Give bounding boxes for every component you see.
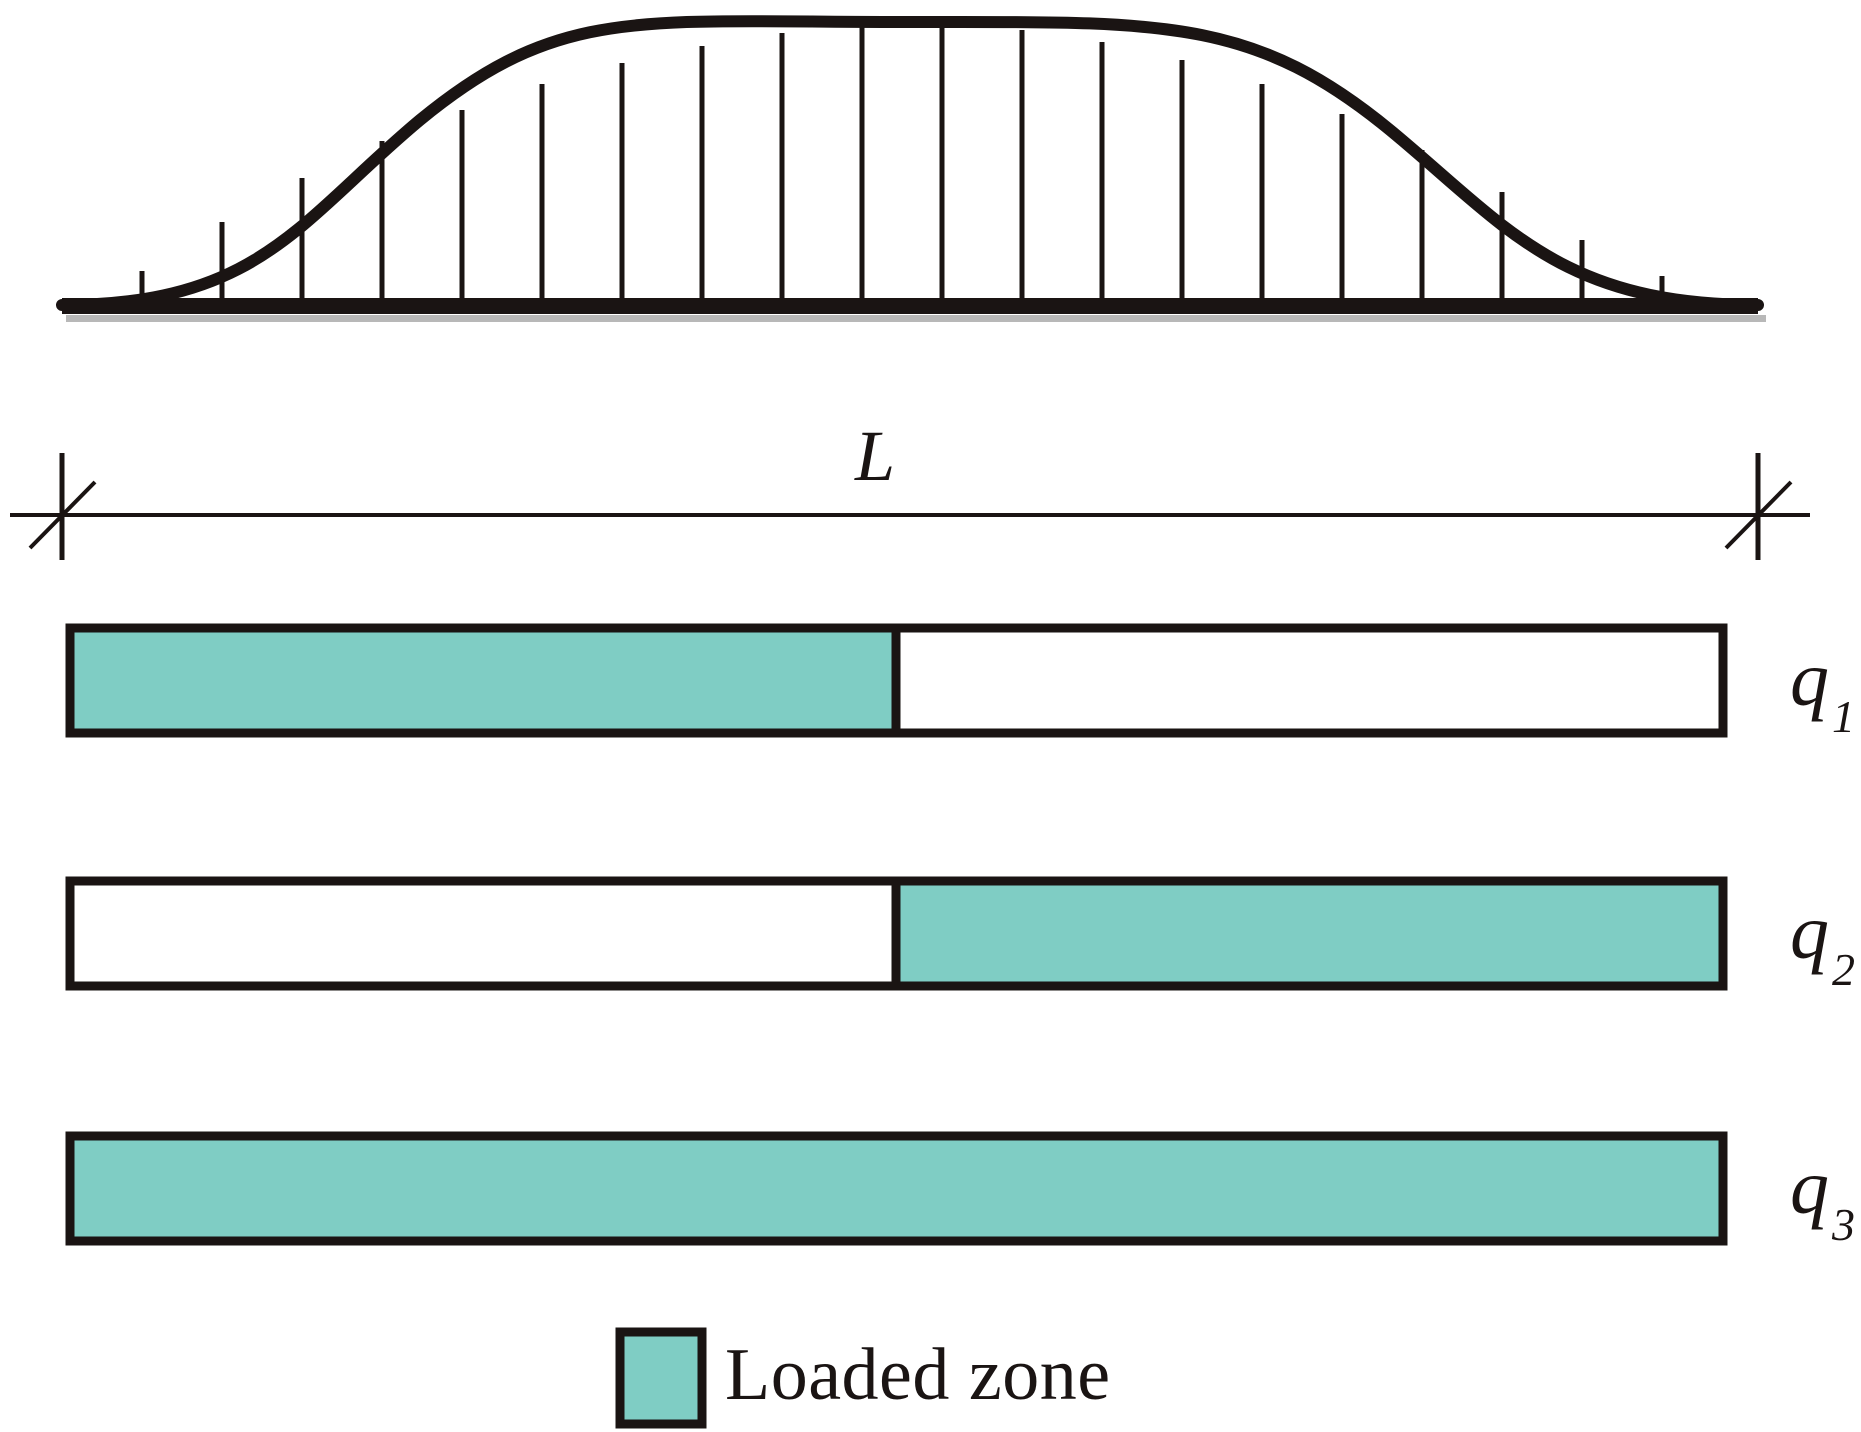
q1-symbol: q <box>1790 635 1829 722</box>
q3-symbol: q <box>1790 1143 1829 1230</box>
load-case-bar-q2 <box>65 876 1728 991</box>
load-case-label-q2: q2 <box>1790 893 1855 993</box>
arch-deck-tie-beam <box>62 298 1758 314</box>
span-length-label: L <box>855 416 896 496</box>
q2-symbol: q <box>1790 888 1829 975</box>
q2-unloaded-segment <box>65 876 901 991</box>
legend-swatch-loaded-zone <box>615 1327 707 1429</box>
load-case-label-q3: q3 <box>1790 1148 1855 1248</box>
deck-shadow <box>66 315 1766 322</box>
q1-subscript: 1 <box>1832 690 1855 742</box>
arch-structure <box>56 15 1766 322</box>
arch-hangers <box>139 24 1665 305</box>
dimension-tick-left <box>28 480 97 550</box>
q1-loaded-segment <box>65 623 901 738</box>
q3-subscript: 3 <box>1832 1198 1855 1250</box>
dimension-tick-right <box>1724 480 1793 550</box>
legend-label-loaded-zone: Loaded zone <box>725 1334 1111 1416</box>
span-dimension <box>10 453 1810 560</box>
load-case-bar-q3 <box>65 1131 1728 1246</box>
arch-rib <box>56 15 1764 311</box>
q2-subscript: 2 <box>1832 943 1855 995</box>
load-case-bar-q1 <box>65 623 1728 738</box>
q2-loaded-segment <box>891 876 1728 991</box>
q1-unloaded-segment <box>891 623 1728 738</box>
q3-loaded-segment <box>65 1131 1728 1246</box>
load-case-label-q1: q1 <box>1790 640 1855 740</box>
